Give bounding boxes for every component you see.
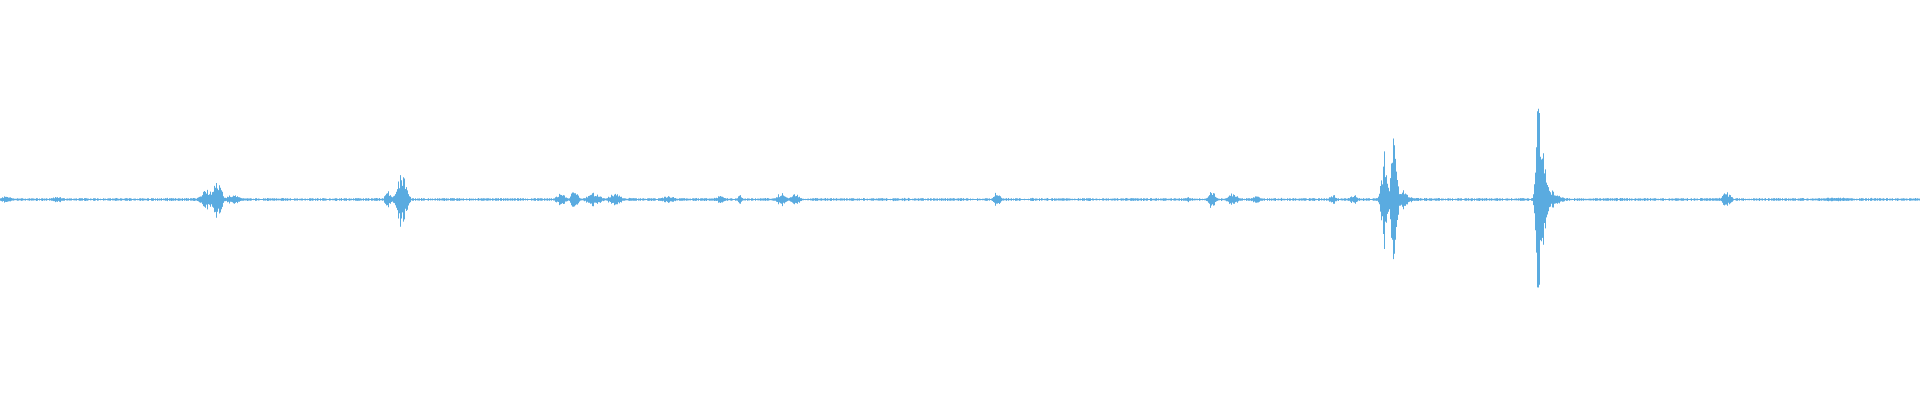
waveform-signal — [0, 108, 1920, 288]
